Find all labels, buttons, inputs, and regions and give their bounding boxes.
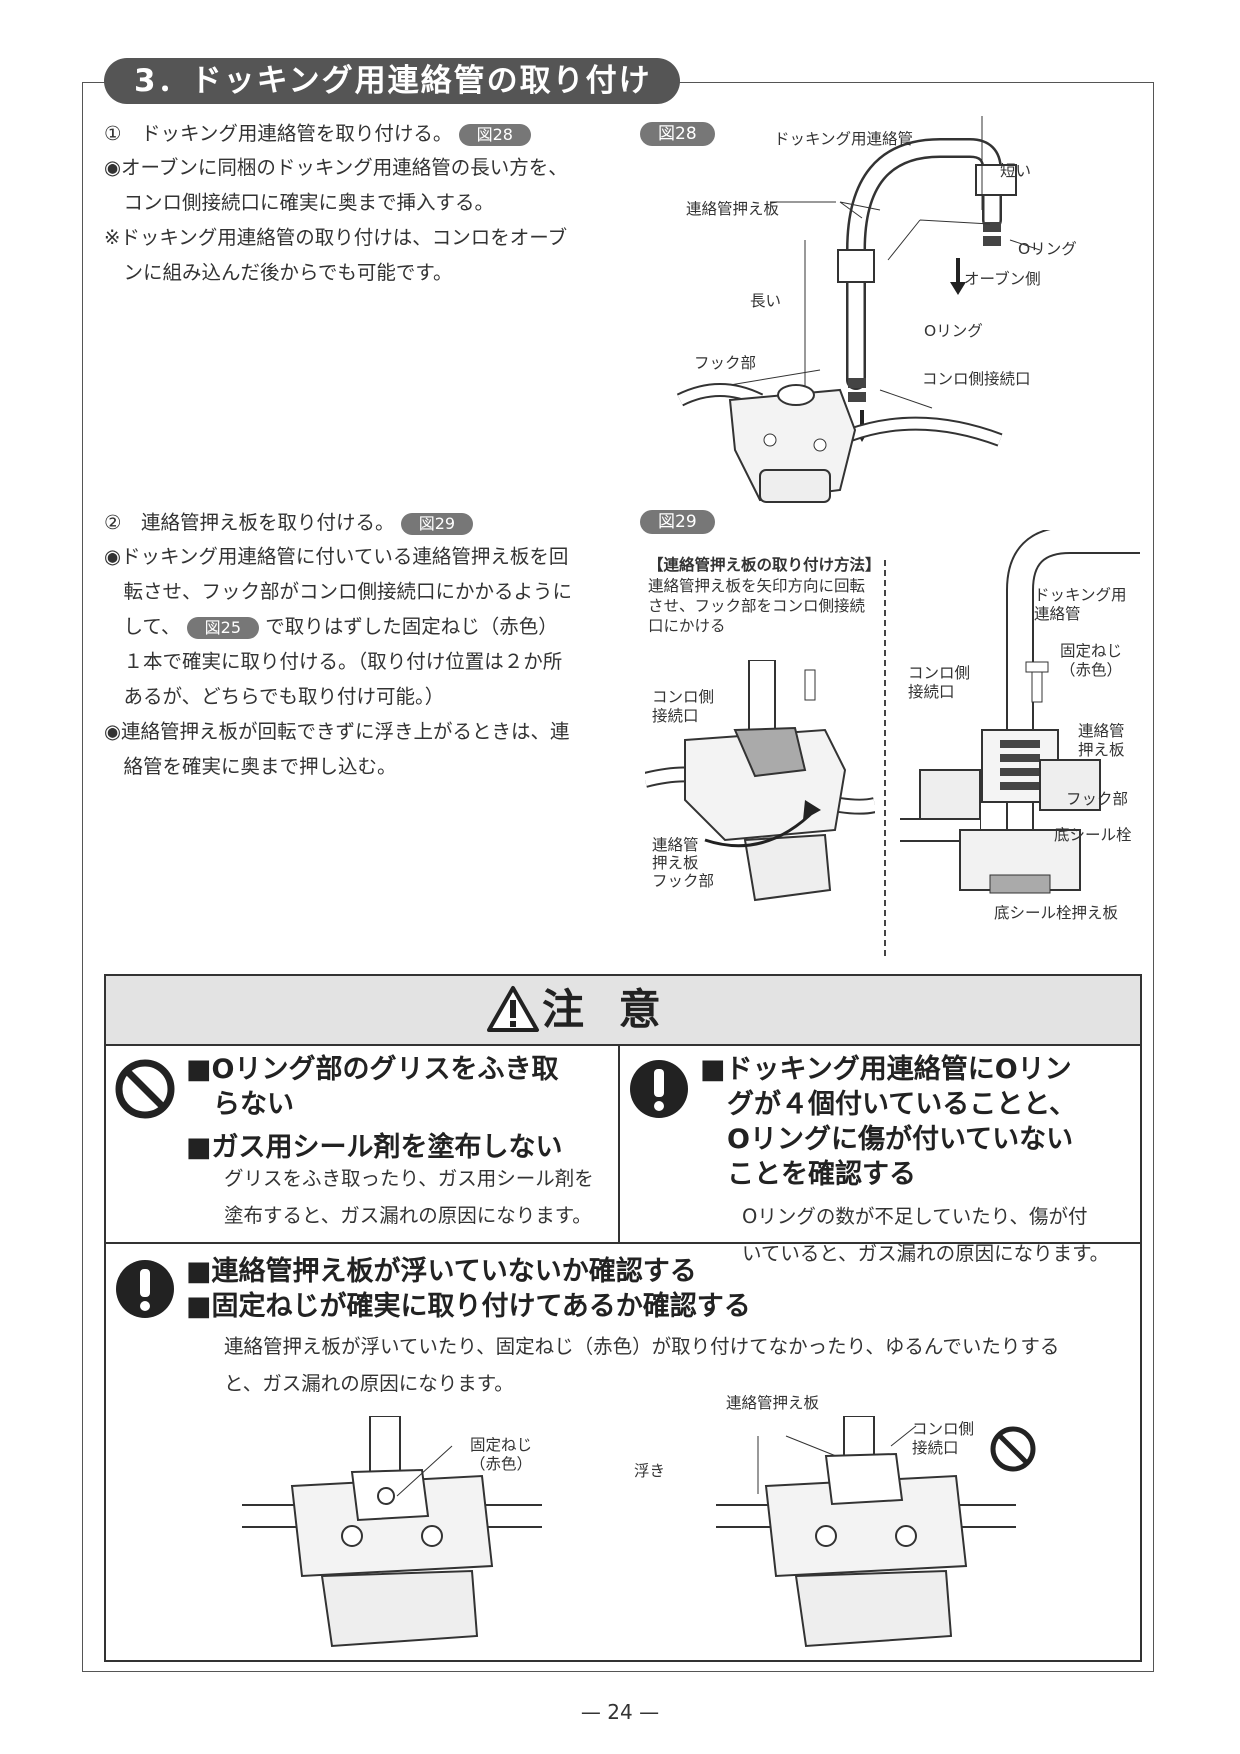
fig28-long-label: 長い	[750, 292, 782, 310]
step1-bullet: ◉オーブンに同梱のドッキング用連絡管の長い方を、 コンロ側接続口に確実に奥まで挿…	[104, 156, 568, 284]
mandatory-exclamation-icon-2	[116, 1260, 174, 1318]
fig29-method-text: 連絡管押え板を矢印方向に回転 させ、フック部をコンロ側接続 口にかける	[648, 577, 866, 635]
caution1-body: グリスをふき取ったり、ガス用シール剤を 塗布すると、ガス漏れの原因になります。	[224, 1167, 594, 1227]
fig29-tag: 図29	[640, 510, 715, 534]
fig29-right-pipe-label: ドッキング用 連絡管	[1034, 586, 1127, 623]
ok-screw-label: 固定ねじ （赤色）	[470, 1436, 533, 1473]
fig29-right-illustration	[900, 530, 1140, 894]
fig29-right-seal-label: 底シール栓	[1054, 826, 1132, 844]
step2-fig-ref[interactable]: 図29	[400, 512, 474, 535]
ng-plate-label: 連絡管押え板	[726, 1394, 820, 1412]
caution-divider-h	[106, 1242, 1140, 1244]
warning-triangle-icon	[487, 986, 539, 1032]
fig28-pipe-label: ドッキング用連絡管	[774, 130, 914, 148]
mandatory-exclamation-icon	[630, 1060, 688, 1118]
caution3-body: 連絡管押え板が浮いていたり、固定ねじ（赤色）が取り付けてなかったり、ゆるんでいた…	[224, 1335, 1060, 1395]
ng-port-label: コンロ側 接続口	[912, 1420, 975, 1457]
section-title: 3．ドッキング用連絡管の取り付け	[104, 58, 680, 104]
caution2-heading: ■ドッキング用連絡管にOリン グが４個付いていることと、 Oリングに傷が付いてい…	[700, 1054, 1077, 1190]
caution2-body: Oリングの数が不足していたり、傷が付 いていると、ガス漏れの原因になります。	[742, 1205, 1110, 1265]
prohibited-icon	[115, 1059, 175, 1119]
fig29-left-port-label: コンロ側 接続口	[652, 688, 715, 725]
ng-float-label: 浮き	[634, 1462, 666, 1480]
fig29-right-screw-label: 固定ねじ （赤色）	[1060, 642, 1123, 679]
fig28-short-label: 短い	[1000, 162, 1032, 180]
caution-box: 注 意 ■Oリング部のグリスをふき取 らない ■ガス用シール剤を塗布しない グリ…	[104, 974, 1142, 1662]
caution-divider-v	[618, 1044, 620, 1242]
fig29-right-plate-label: 連絡管 押え板	[1078, 722, 1125, 759]
fig28-oven-side-label: オーブン側	[964, 270, 1041, 288]
fig29-left-illustration	[645, 660, 875, 902]
fig29-left-plate-hook-label: 連絡管 押え板 フック部	[652, 836, 715, 890]
fig29-right-port-label: コンロ側 接続口	[908, 664, 971, 701]
fig28-oring1-label: Oリング	[1018, 240, 1077, 258]
step2-heading: ② 連絡管押え板を取り付ける。 図29	[104, 505, 474, 540]
fig29-method-title: 【連絡管押え板の取り付け方法】	[648, 556, 881, 574]
fig29-divider	[884, 560, 886, 956]
fig28-tag: 図28	[640, 122, 715, 146]
caution-header	[106, 976, 1140, 1046]
fig28-hook-label: フック部	[694, 354, 757, 372]
ng-prohibited-icon	[990, 1426, 1036, 1472]
fig28-illustration	[676, 116, 1041, 503]
step2-fig25-ref[interactable]: 図25	[186, 616, 260, 639]
step1-fig-ref[interactable]: 図28	[458, 123, 531, 146]
correct-installation-illustration	[242, 1416, 542, 1648]
step1-heading: ① ドッキング用連絡管を取り付ける。 図28	[104, 116, 531, 151]
incorrect-installation-illustration	[716, 1416, 1016, 1648]
step2-bullets: ◉ドッキング用連絡管に付いている連絡管押え板を回 転させ、フック部がコンロ側接続…	[104, 545, 573, 778]
fig28-plate-label: 連絡管押え板	[686, 200, 780, 218]
fig29-right-hook-label: フック部	[1066, 790, 1129, 808]
fig29-right-seal-plate-label: 底シール栓押え板	[994, 904, 1119, 922]
caution1-heading: ■Oリング部のグリスをふき取 らない ■ガス用シール剤を塗布しない	[186, 1054, 563, 1163]
fig28-oring2-label: Oリング	[924, 322, 983, 340]
fig28-stove-port-label: コンロ側接続口	[922, 370, 1031, 388]
caution-title: 注 意	[542, 985, 671, 1034]
caution3-heading: ■連絡管押え板が浮いていないか確認する ■固定ねじが確実に取り付けてあるか確認す…	[186, 1256, 751, 1322]
page-number: — 24 —	[580, 1700, 660, 1724]
